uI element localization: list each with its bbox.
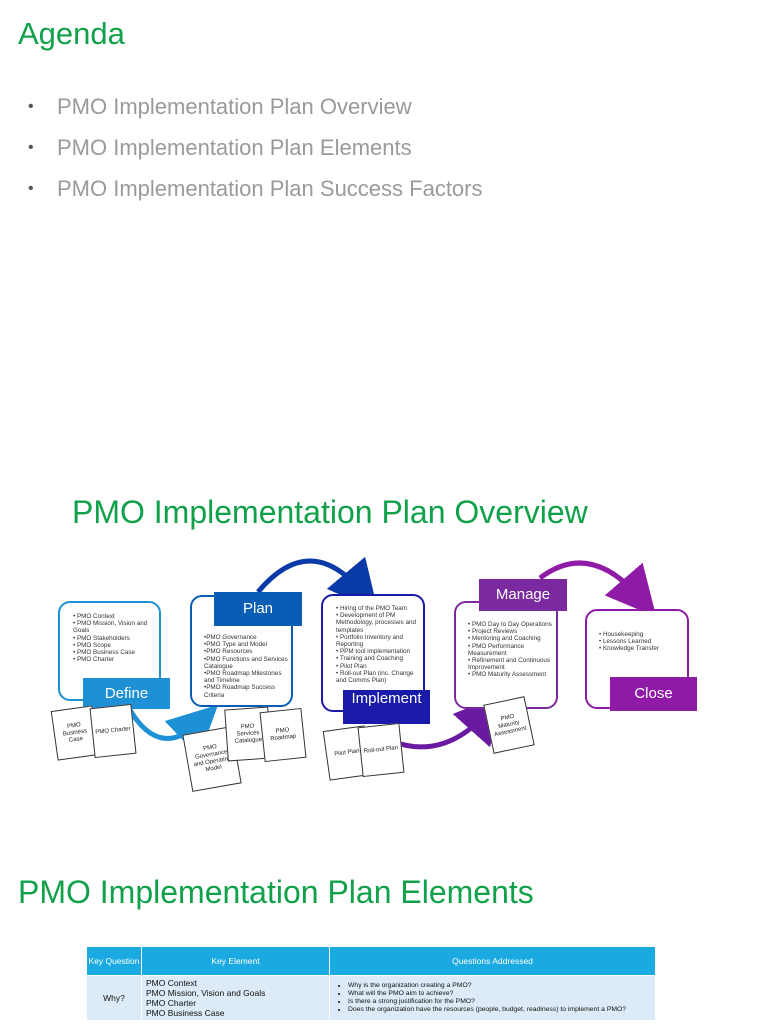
- question-item: Why is the organization creating a PMO?: [348, 982, 651, 990]
- plan-item: •PMO Roadmap Milestones and Timeline: [204, 670, 282, 685]
- implement-item: • Pilot Plan: [336, 662, 367, 670]
- implement-items: • Hiring of the PMO Team • Development o…: [323, 596, 423, 684]
- row-element: PMO Charter: [146, 998, 197, 1008]
- implement-item: • PPM tool implementation: [336, 648, 410, 656]
- column-header-key-element: Key Element: [141, 946, 330, 976]
- close-item: • Lessons Learned: [599, 638, 652, 646]
- plan-item: •PMO Type and Model: [204, 641, 268, 649]
- plan-item: •PMO Functions and Services Catalogue: [204, 655, 288, 670]
- manage-item: • Project Reviews: [468, 628, 518, 636]
- question-item: Does the organization have the resources…: [348, 1006, 651, 1014]
- implement-box: • Hiring of the PMO Team • Development o…: [321, 594, 425, 712]
- manage-items: • PMO Day to Day Operations • Project Re…: [456, 603, 556, 679]
- define-item: • PMO Mission, Vision and Goals: [73, 620, 148, 635]
- close-items: • Housekeeping • Lessons Learned • Knowl…: [587, 611, 687, 653]
- manage-item: • Mentoring and Coaching: [468, 635, 541, 643]
- implement-item: • Hiring of the PMO Team: [336, 605, 408, 612]
- row-element: PMO Mission, Vision and Goals: [146, 988, 266, 998]
- define-label: Define: [83, 678, 170, 709]
- row-element: PMO Business Case: [146, 1008, 225, 1018]
- implement-label: Implement: [343, 690, 430, 724]
- elements-title: PMO Implementation Plan Elements: [18, 874, 534, 910]
- column-header-questions-addressed: Questions Addressed: [329, 946, 656, 976]
- implement-item: • Portfolio Inventory and Reporting: [336, 633, 403, 649]
- question-item: What will the PMO aim to achieve?: [348, 990, 651, 998]
- bullet-icon: •: [28, 139, 34, 156]
- overview-title: PMO Implementation Plan Overview: [72, 494, 588, 530]
- manage-box: • PMO Day to Day Operations • Project Re…: [454, 601, 558, 709]
- implement-item: • Roll-out Plan (inc. Change and Comms P…: [336, 669, 414, 685]
- plan-label: Plan: [214, 592, 302, 626]
- agenda-item-label: PMO Implementation Plan Elements: [57, 135, 412, 160]
- define-item: • PMO Context: [73, 613, 115, 620]
- manage-item: • PMO Maturity Assessment: [468, 671, 547, 679]
- question-item: Is there a strong justification for the …: [348, 998, 651, 1006]
- table-header-row: Key Question Key Element Questions Addre…: [86, 946, 656, 976]
- close-item: • Knowledge Transfer: [599, 645, 659, 653]
- implement-item: • Training and Coaching: [336, 655, 403, 663]
- define-doc-charter: PMO Charter: [89, 703, 137, 759]
- plan-item: •PMO Governance: [204, 634, 257, 641]
- define-item: • PMO Business Case: [73, 649, 136, 657]
- close-item: • Housekeeping: [599, 631, 644, 638]
- agenda-title: Agenda: [18, 16, 125, 51]
- bullet-icon: •: [28, 98, 34, 115]
- plan-doc-roadmap: PMO Roadmap: [259, 707, 307, 763]
- manage-item: • PMO Day to Day Operations: [468, 621, 552, 628]
- questions-list: Why is the organization creating a PMO? …: [334, 982, 651, 1013]
- agenda-item-label: PMO Implementation Plan Overview: [57, 94, 412, 119]
- row-question: Why?: [86, 975, 142, 1021]
- manage-item: • PMO Performance Measurement: [468, 642, 525, 657]
- implement-item: • Development of PM Methodology, process…: [336, 612, 417, 634]
- implement-doc-rollout-plan: Roll-out Plan: [357, 722, 405, 778]
- manage-label: Manage: [479, 579, 567, 611]
- row-questions-addressed: Why is the organization creating a PMO? …: [329, 975, 656, 1021]
- elements-table: Key Question Key Element Questions Addre…: [86, 946, 656, 1021]
- define-item: • PMO Scope: [73, 641, 111, 649]
- plan-item: •PMO Roadmap Success Criteria: [204, 684, 276, 699]
- row-elements: PMO Context PMO Mission, Vision and Goal…: [141, 975, 330, 1021]
- agenda-item: • PMO Implementation Plan Success Factor…: [28, 176, 483, 202]
- close-label: Close: [610, 677, 697, 711]
- plan-items: •PMO Governance •PMO Type and Model •PMO…: [192, 597, 291, 699]
- agenda-item-label: PMO Implementation Plan Success Factors: [57, 176, 483, 201]
- define-item: • PMO Stakeholders: [73, 634, 130, 642]
- manage-item: • Refinement and Continuous Improvement: [468, 657, 551, 672]
- agenda-item: • PMO Implementation Plan Elements: [28, 135, 412, 161]
- column-header-key-question: Key Question: [86, 946, 142, 976]
- bullet-icon: •: [28, 180, 34, 197]
- table-row: Why? PMO Context PMO Mission, Vision and…: [86, 975, 656, 1021]
- plan-item: •PMO Resources: [204, 648, 253, 656]
- define-item: • PMO Charter: [73, 656, 115, 664]
- row-element: PMO Context: [146, 978, 198, 988]
- define-items: • PMO Context • PMO Mission, Vision and …: [60, 603, 159, 663]
- agenda-item: • PMO Implementation Plan Overview: [28, 94, 412, 120]
